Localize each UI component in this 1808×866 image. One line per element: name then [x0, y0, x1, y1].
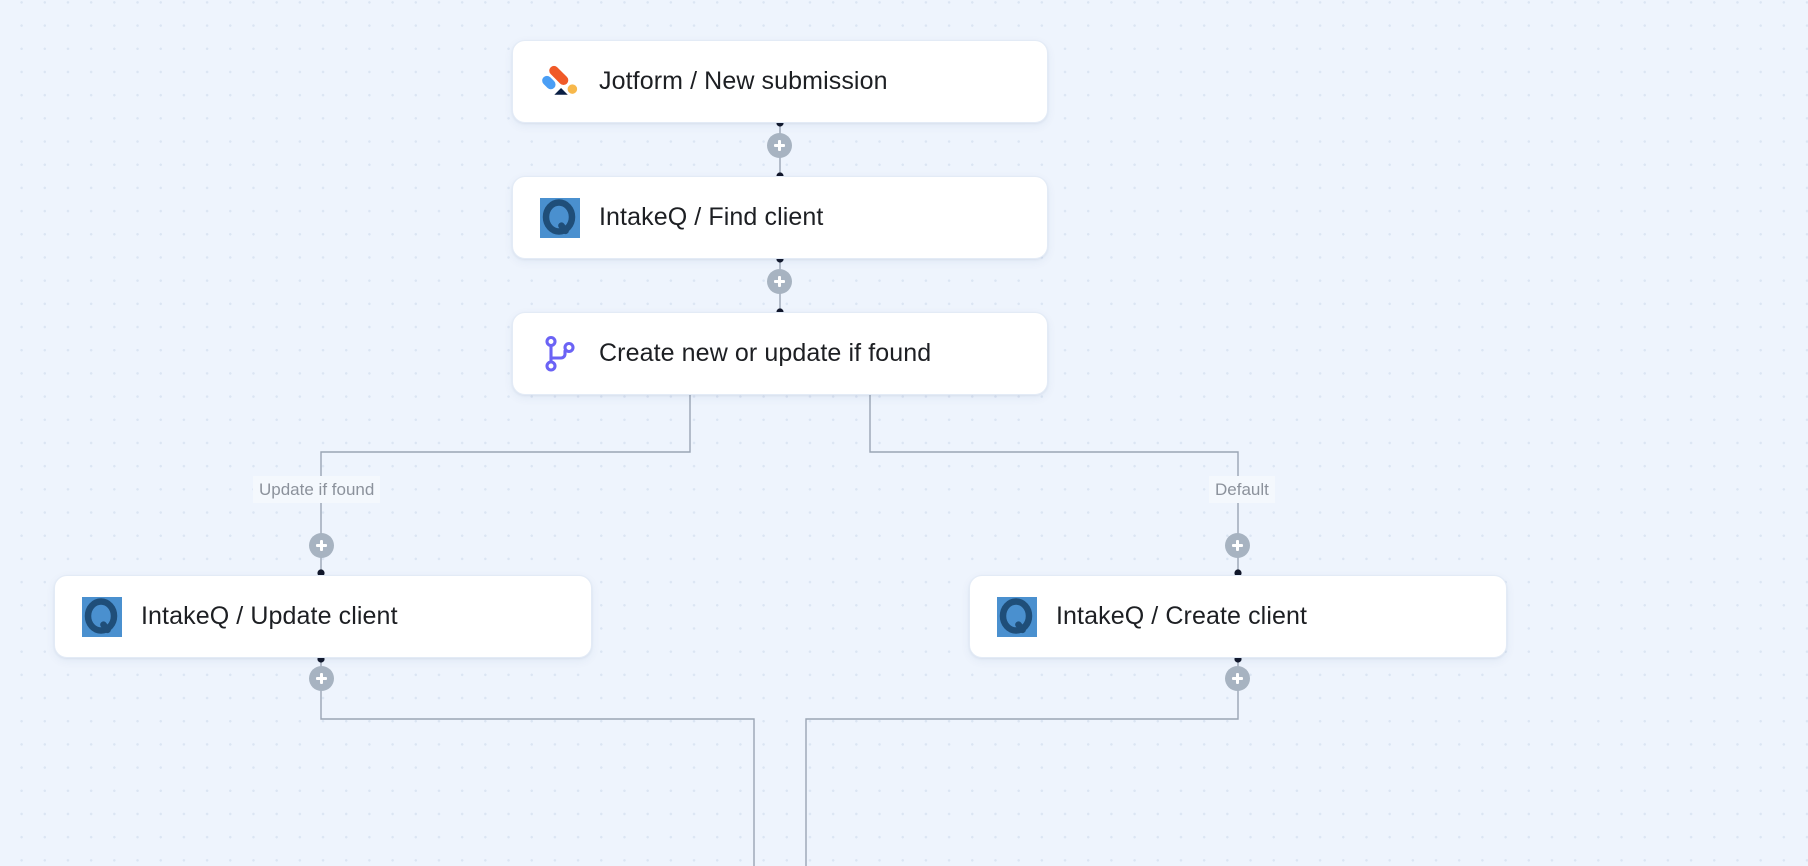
node-label: Create new or update if found	[599, 339, 932, 367]
add-step-button-1[interactable]	[767, 133, 792, 158]
add-step-button-3[interactable]	[309, 533, 334, 558]
node-branch-create-or-update[interactable]: Create new or update if found	[512, 312, 1048, 395]
node-jotform-new-submission[interactable]: Jotform / New submission	[512, 40, 1048, 123]
edge-create-to-merge	[805, 658, 1239, 866]
branch-label-default: Default	[1209, 476, 1275, 503]
add-step-button-2[interactable]	[767, 269, 792, 294]
node-label: Jotform / New submission	[599, 67, 888, 95]
add-step-button-4[interactable]	[1225, 533, 1250, 558]
edge-branch-to-create	[869, 395, 1239, 575]
branch-label-update-if-found: Update if found	[253, 476, 381, 503]
node-label: IntakeQ / Create client	[1056, 602, 1308, 630]
node-label: IntakeQ / Update client	[141, 602, 398, 630]
branch-icon	[539, 333, 581, 375]
node-intakeq-create-client[interactable]: IntakeQ / Create client	[969, 575, 1507, 658]
intakeq-icon	[539, 197, 581, 239]
node-intakeq-find-client[interactable]: IntakeQ / Find client	[512, 176, 1048, 259]
node-label: IntakeQ / Find client	[599, 203, 824, 231]
jotform-icon	[539, 61, 581, 103]
add-step-button-5[interactable]	[309, 666, 334, 691]
node-intakeq-update-client[interactable]: IntakeQ / Update client	[54, 575, 592, 658]
edge-update-to-merge	[320, 658, 755, 866]
intakeq-icon	[996, 596, 1038, 638]
add-step-button-6[interactable]	[1225, 666, 1250, 691]
intakeq-icon	[81, 596, 123, 638]
